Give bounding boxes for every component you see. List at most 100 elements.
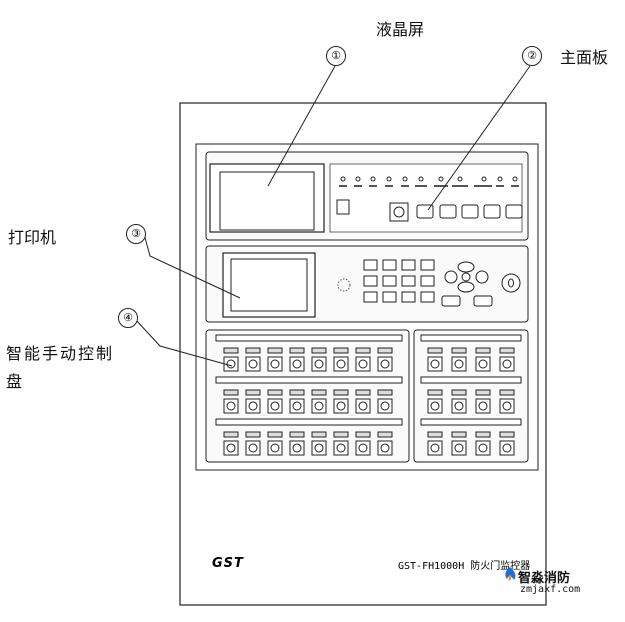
manual-control-button-face — [478, 443, 488, 453]
main-board-area — [329, 163, 523, 233]
manual-control-led-strip — [311, 389, 327, 396]
manual-control-led-strip — [427, 389, 443, 396]
manual-control-button-face — [478, 401, 488, 411]
manual-panel-label: 智能手动控制盘 — [6, 344, 115, 391]
printer-slot — [230, 258, 308, 312]
manual-control-led-strip — [427, 431, 443, 438]
printer-label: 打印机 — [8, 228, 57, 247]
manual-control-led-strip — [223, 389, 239, 396]
manual-control-led-strip — [475, 347, 491, 354]
brand-logo-text: GST — [212, 556, 244, 571]
manual-control-led-strip — [267, 347, 283, 354]
callout-4: ④ — [118, 308, 138, 328]
manual-control-button-face — [454, 359, 464, 369]
manual-control-button-face — [336, 359, 346, 369]
manual-control-led-strip — [311, 431, 327, 438]
manual-control-led-strip — [333, 431, 349, 438]
watermark-url: zmjaxf.com — [520, 584, 581, 595]
manual-control-led-strip — [499, 389, 515, 396]
manual-control-led-strip — [245, 347, 261, 354]
manual-control-button-face — [502, 401, 512, 411]
manual-control-button-face — [430, 401, 440, 411]
manual-control-led-strip — [475, 431, 491, 438]
manual-control-led-strip — [451, 389, 467, 396]
manual-control-button-face — [380, 443, 390, 453]
manual-control-led-strip — [377, 347, 393, 354]
indicator-leds — [340, 176, 518, 182]
manual-control-button-face — [478, 359, 488, 369]
manual-control-button-face — [358, 401, 368, 411]
manual-control-led-strip — [355, 347, 371, 354]
manual-control-led-strip — [451, 347, 467, 354]
manual-control-led-strip — [377, 431, 393, 438]
manual-control-button-face — [358, 359, 368, 369]
watermark-name: 智淼消防 — [518, 571, 571, 586]
manual-control-button-face — [380, 359, 390, 369]
main-board-controls — [336, 199, 523, 222]
manual-control-button-face — [270, 359, 280, 369]
main-board-label: 主面板 — [560, 48, 609, 67]
manual-control-led-strip — [267, 389, 283, 396]
nav-keys — [441, 261, 493, 307]
manual-control-button-face — [314, 401, 324, 411]
manual-control-led-strip — [427, 347, 443, 354]
callout-1: ① — [326, 46, 346, 66]
manual-control-led-strip — [289, 347, 305, 354]
manual-control-led-strip — [245, 431, 261, 438]
manual-control-led-strip — [223, 431, 239, 438]
callout-2: ② — [522, 46, 542, 66]
manual-control-button-face — [292, 401, 302, 411]
callout-lines — [135, 65, 531, 367]
manual-control-button-face — [454, 443, 464, 453]
manual-control-button-face — [248, 443, 258, 453]
power-knob — [501, 273, 521, 293]
manual-control-button-face — [270, 443, 280, 453]
manual-control-led-strip — [223, 347, 239, 354]
manual-control-button-face — [270, 401, 280, 411]
manual-control-button-face — [430, 359, 440, 369]
manual-control-button-face — [226, 401, 236, 411]
manual-control-led-strip — [475, 389, 491, 396]
manual-control-led-strip — [245, 389, 261, 396]
manual-control-button-face — [292, 359, 302, 369]
manual-control-button-face — [502, 359, 512, 369]
manual-control-button-face — [248, 359, 258, 369]
manual-control-button-face — [226, 359, 236, 369]
manual-control-button-face — [314, 443, 324, 453]
speaker — [337, 278, 351, 292]
manual-control-button-face — [314, 359, 324, 369]
manual-control-button-face — [248, 401, 258, 411]
manual-control-button-face — [454, 401, 464, 411]
manual-control-led-strip — [451, 431, 467, 438]
lcd-screen — [219, 171, 315, 231]
manual-control-button-face — [358, 443, 368, 453]
manual-control-led-strip — [311, 347, 327, 354]
callout-3: ③ — [126, 224, 146, 244]
model-label: GST-FH1000H 防火门监控器 — [398, 561, 531, 572]
manual-control-led-strip — [499, 431, 515, 438]
manual-control-led-strip — [333, 347, 349, 354]
manual-control-led-strip — [355, 431, 371, 438]
watermark-flame-icon — [505, 567, 516, 581]
indicator-led-labels — [339, 185, 519, 187]
manual-control-led-strip — [289, 431, 305, 438]
manual-control-button-face — [380, 401, 390, 411]
manual-panel-strips — [215, 334, 522, 426]
manual-control-led-strip — [377, 389, 393, 396]
manual-control-button-face — [226, 443, 236, 453]
manual-control-led-strip — [333, 389, 349, 396]
manual-control-led-strip — [267, 431, 283, 438]
lcd-label: 液晶屏 — [376, 20, 425, 39]
manual-panel-buttons — [223, 347, 515, 456]
keypad — [363, 259, 435, 303]
manual-control-button-face — [336, 401, 346, 411]
manual-control-button-face — [292, 443, 302, 453]
manual-control-led-strip — [289, 389, 305, 396]
manual-control-button-face — [336, 443, 346, 453]
manual-control-button-face — [502, 443, 512, 453]
manual-control-led-strip — [355, 389, 371, 396]
cabinet-inner — [195, 143, 539, 471]
manual-control-led-strip — [499, 347, 515, 354]
manual-control-button-face — [430, 443, 440, 453]
